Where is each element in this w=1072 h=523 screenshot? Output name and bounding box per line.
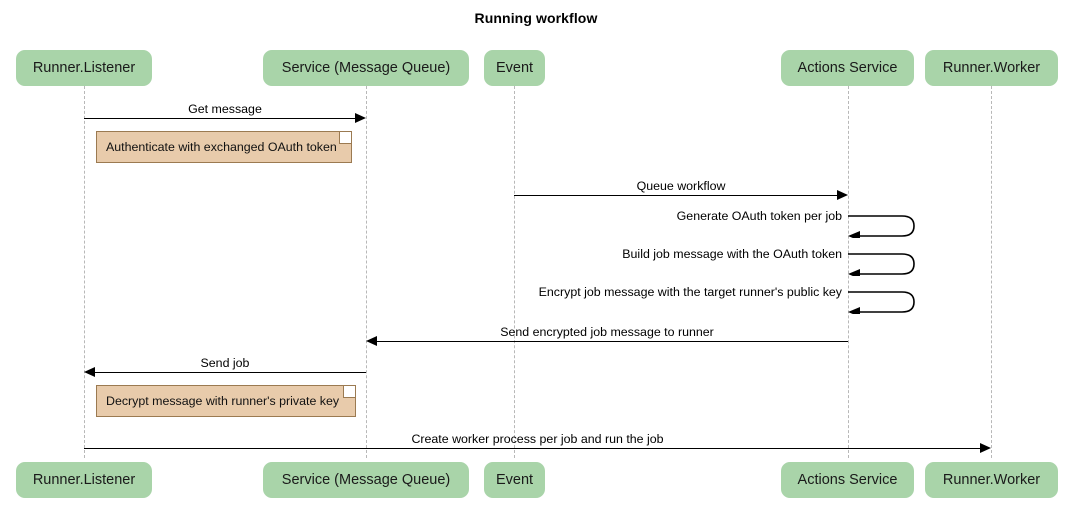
note-fold-corner-icon [339,132,351,144]
participant-service-message-queue-top[interactable]: Service (Message Queue) [263,50,469,86]
participant-event-bottom[interactable]: Event [484,462,545,498]
message-line-queue-workflow [514,195,837,196]
message-label-encrypt-job-message-with-the-target-runners-public-key: Encrypt job message with the target runn… [538,285,842,299]
message-arrowhead-send-encrypted-job-message-to-runner [366,336,377,346]
message-label-queue-workflow: Queue workflow [636,179,726,193]
message-arrowhead-queue-workflow [837,190,848,200]
lifeline-runner-worker [991,86,992,458]
message-line-send-job [95,372,366,373]
message-arrowhead-send-job [84,367,95,377]
participant-event-top[interactable]: Event [484,50,545,86]
participant-service-message-queue-bottom[interactable]: Service (Message Queue) [263,462,469,498]
message-label-send-job: Send job [200,356,250,370]
message-line-create-worker-process-per-job-and-run-the-job [84,448,980,449]
message-arrowhead-get-message [355,113,366,123]
lifeline-actions-service [848,86,849,458]
self-message-build-job-message-with-the-oauth-token [848,253,915,276]
message-label-get-message: Get message [188,102,262,116]
lifeline-runner-listener [84,86,85,458]
note-text: Decrypt message with runner's private ke… [106,394,340,408]
self-message-encrypt-job-message-with-the-target-runners-public-key [848,291,915,314]
participant-actions-service-bottom[interactable]: Actions Service [781,462,914,498]
participant-runner-worker-bottom[interactable]: Runner.Worker [925,462,1058,498]
message-label-send-encrypted-job-message-to-runner: Send encrypted job message to runner [500,325,714,339]
note-decrypt-message-with-runners-private-key: Decrypt message with runner's private ke… [96,385,356,417]
lifeline-event [514,86,515,458]
note-authenticate-with-exchanged-oauth-token: Authenticate with exchanged OAuth token [96,131,352,163]
lifeline-service-message-queue [366,86,367,458]
participant-runner-listener-top[interactable]: Runner.Listener [16,50,152,86]
note-text: Authenticate with exchanged OAuth token [106,140,337,154]
message-label-generate-oauth-token-per-job: Generate OAuth token per job [676,209,842,223]
participant-actions-service-top[interactable]: Actions Service [781,50,914,86]
message-line-get-message [84,118,355,119]
participant-runner-worker-top[interactable]: Runner.Worker [925,50,1058,86]
message-arrowhead-create-worker-process-per-job-and-run-the-job [980,443,991,453]
message-line-send-encrypted-job-message-to-runner [377,341,848,342]
page-title: Running workflow [474,10,598,26]
self-message-generate-oauth-token-per-job [848,215,915,238]
message-label-build-job-message-with-the-oauth-token: Build job message with the OAuth token [622,247,842,261]
participant-runner-listener-bottom[interactable]: Runner.Listener [16,462,152,498]
note-fold-corner-icon [343,386,355,398]
message-label-create-worker-process-per-job-and-run-the-job: Create worker process per job and run th… [411,432,664,446]
